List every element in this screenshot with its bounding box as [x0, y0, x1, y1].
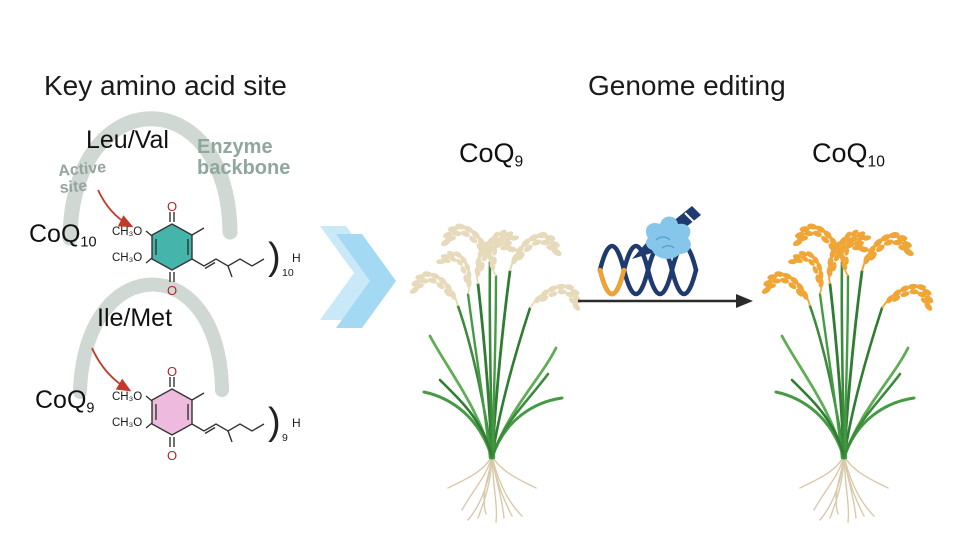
- enzyme-backbone-arc-top: [62, 111, 238, 246]
- oxygen-label-bottom-coq9: O: [167, 448, 178, 463]
- methoxy-label-top-coq9: CH₃O: [112, 391, 143, 403]
- chain-terminal-h-coq9: H: [292, 416, 301, 430]
- enzyme-backbone-arc-bottom: [73, 277, 229, 399]
- chain-bracket-coq10: ): [268, 236, 281, 278]
- chain-bracket-coq9: ): [268, 401, 281, 443]
- enzyme-backbone-label: Enzyme backbone: [197, 137, 290, 179]
- quinone-ring-coq10: [145, 212, 205, 282]
- dna-strand-b: [597, 244, 699, 296]
- coq9-label: CoQ9: [35, 386, 94, 416]
- hand-knuckles: [655, 236, 675, 249]
- enzyme-backbone-line1: Enzyme: [197, 136, 273, 158]
- hand-shape: [645, 216, 691, 259]
- methoxy-label-bottom-coq9: CH₃O: [112, 417, 143, 429]
- plant-after-label-main: CoQ: [812, 138, 868, 168]
- chain-repeat-count-coq10: 10: [282, 267, 294, 279]
- genome-editing-arrow: [578, 294, 753, 308]
- plant-before-label-main: CoQ: [459, 138, 515, 168]
- active-site-arrow-bottom: [91, 347, 132, 392]
- methoxy-label-bottom-coq10: CH₃O: [112, 252, 143, 264]
- methoxy-label-top-coq10: CH₃O: [112, 226, 143, 238]
- residue-label-bottom: Ile/Met: [97, 304, 173, 332]
- chain-repeat-count-coq9: 9: [282, 432, 288, 444]
- enzyme-backbone-line2: backbone: [197, 157, 291, 179]
- coq9-label-main: CoQ: [35, 386, 87, 414]
- isoprenoid-chain-coq9: [191, 423, 265, 443]
- oxygen-label-top-coq10: O: [167, 199, 178, 214]
- coq10-label: CoQ10: [29, 220, 97, 250]
- coq10-label-sub: 10: [80, 234, 97, 251]
- dna-edited-segment: [597, 267, 627, 296]
- quinone-ring-coq9: [145, 377, 205, 447]
- chevron-front: [336, 234, 396, 328]
- ring-hexagon-coq9: [151, 388, 193, 436]
- hand-pen-icon: [632, 206, 701, 259]
- isoprenoid-chain-coq10: [191, 258, 265, 278]
- active-site-arrow-top: [97, 189, 134, 228]
- residue-label-top: Leu/Val: [86, 126, 169, 154]
- coq9-label-sub: 9: [86, 400, 95, 417]
- rice-plant-after: [758, 219, 942, 522]
- plant-after-label: CoQ10: [812, 138, 885, 172]
- plant-after-label-sub: 10: [867, 153, 885, 171]
- right-section-title: Genome editing: [588, 70, 786, 101]
- oxygen-label-top-coq9: O: [167, 364, 178, 379]
- transition-chevron-icon: [320, 226, 396, 328]
- chain-terminal-h-coq10: H: [292, 251, 301, 265]
- plant-before-label-sub: 9: [514, 153, 524, 171]
- ring-hexagon-coq10: [151, 223, 193, 271]
- pen-band: [684, 212, 695, 223]
- active-site-label: Active site: [58, 159, 109, 197]
- coq10-label-main: CoQ: [29, 220, 81, 248]
- plant-before-label: CoQ9: [459, 138, 523, 172]
- rice-plant-before: [406, 219, 590, 522]
- oxygen-label-bottom-coq10: O: [167, 283, 178, 298]
- left-section-title: Key amino acid site: [44, 70, 287, 101]
